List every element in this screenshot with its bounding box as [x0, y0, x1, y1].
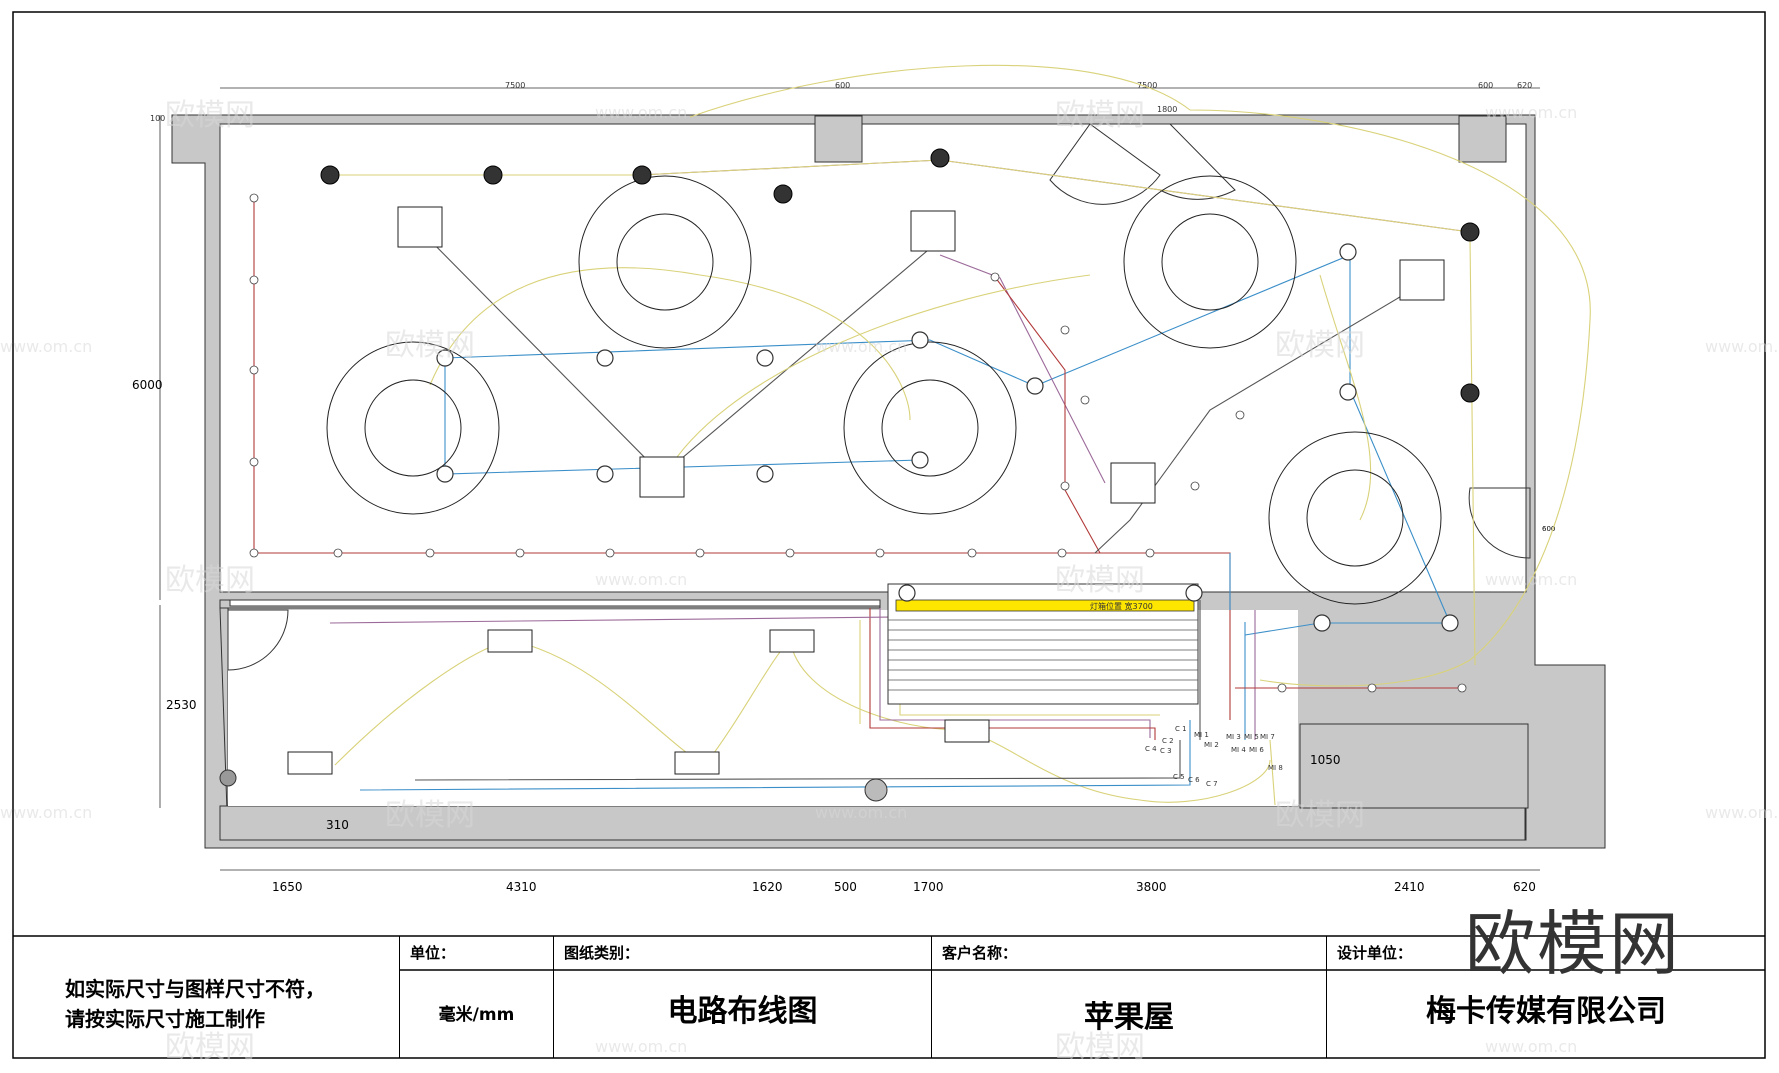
dim-left-1: 6000: [132, 378, 163, 392]
watermark-13: www.om.cn: [1485, 570, 1577, 589]
title-block-frame: [13, 935, 1765, 971]
dim-inner-1: 310: [326, 818, 349, 832]
circuit-mi2: MI 2: [1204, 741, 1219, 749]
round-fixture: [219, 769, 237, 787]
note-line-1: 如实际尺寸与图样尺寸不符，: [65, 977, 325, 1001]
floor-boxes: [287, 206, 1445, 775]
dim-bottom-2: 4310: [506, 880, 537, 894]
sheet-border: [12, 11, 1766, 1059]
watermarks: 欧模网 www.om.cn 欧模网 www.om.cn www.om.cn 欧模…: [0, 98, 1779, 1065]
dim-bottom-7: 2410: [1394, 880, 1425, 894]
lightbox: 灯箱位置 宽3700: [887, 583, 1199, 705]
door-swings: [227, 123, 1531, 671]
circuit-mi5: MI 5: [1244, 733, 1259, 741]
watermark-17: 欧模网: [1275, 798, 1365, 833]
watermark-18: www.om.cn: [1705, 803, 1779, 822]
brand-logo: 欧模网: [1465, 903, 1681, 985]
title-block: 如实际尺寸与图样尺寸不符， 请按实际尺寸施工制作 单位： 毫米/mm 图纸类别：…: [13, 936, 1765, 1058]
watermark-12: 欧模网: [1055, 563, 1145, 598]
dim-top-3: 7500: [1137, 81, 1157, 90]
client-value: 苹果屋: [1084, 1000, 1174, 1035]
downlights: [249, 193, 1467, 693]
drawing-type-cell: 图纸类别： 电路布线图: [553, 936, 931, 1058]
client-label: 客户名称：: [942, 944, 1018, 962]
circuit-mi4: MI 4: [1231, 746, 1246, 754]
drawing-type-label: 图纸类别：: [564, 944, 640, 962]
pendant-lamps: [320, 148, 1480, 403]
watermark-16: www.om.cn: [815, 803, 907, 822]
dim-top-4: 600: [1478, 81, 1493, 90]
watermark-7: www.om.cn: [815, 337, 907, 356]
watermark-3: 欧模网: [1055, 98, 1145, 133]
watermark-1: 欧模网: [165, 98, 255, 133]
dim-bottom-1: 1650: [272, 880, 303, 894]
note-line-2: 请按实际尺寸施工制作: [65, 1007, 265, 1031]
circuit-c2: C 2: [1162, 737, 1174, 745]
circuit-mi8: MI 8: [1268, 764, 1283, 772]
dim-left-2: 2530: [166, 698, 197, 712]
circuit-c5: C 5: [1173, 773, 1185, 781]
client-cell: 客户名称： 苹果屋: [931, 936, 1326, 1058]
unit-cell: 单位： 毫米/mm: [399, 936, 553, 1058]
watermark-19: 欧模网: [165, 1030, 255, 1065]
unit-label: 单位：: [410, 944, 456, 962]
construction-note: 如实际尺寸与图样尺寸不符， 请按实际尺寸施工制作: [65, 974, 325, 1034]
circuit-c3: C 3: [1160, 747, 1172, 755]
circuit-c1: C 1: [1175, 725, 1187, 733]
watermark-9: www.om.cn: [1705, 337, 1779, 356]
watermark-6: 欧模网: [385, 328, 475, 363]
watermark-10: 欧模网: [165, 563, 255, 598]
dim-top-2: 600: [835, 81, 850, 90]
circuit-c6: C 6: [1188, 776, 1200, 784]
watermark-21: 欧模网: [1055, 1030, 1145, 1065]
circuit-c7: C 7: [1206, 780, 1218, 788]
dim-bottom-6: 3800: [1136, 880, 1167, 894]
designer-value: 梅卡传媒有限公司: [1426, 994, 1666, 1029]
watermark-8: 欧模网: [1275, 328, 1365, 363]
spotlights: [436, 243, 1459, 632]
dim-bottom-4: 500: [834, 880, 857, 894]
dim-bottom-3: 1620: [752, 880, 783, 894]
dim-bottom-5: 1700: [913, 880, 944, 894]
watermark-5: www.om.cn: [0, 337, 92, 356]
watermark-22: www.om.cn: [1485, 1037, 1577, 1056]
circuit-mi6: MI 6: [1249, 746, 1264, 754]
watermark-14: www.om.cn: [0, 803, 92, 822]
watermark-4: www.om.cn: [1485, 103, 1577, 122]
watermark-20: www.om.cn: [595, 1037, 687, 1056]
watermark-2: www.om.cn: [595, 103, 687, 122]
watermark-15: 欧模网: [385, 798, 475, 833]
circuit-mi3: MI 3: [1226, 733, 1241, 741]
dim-top-6: 1800: [1157, 105, 1177, 114]
designer-label: 设计单位：: [1337, 944, 1413, 962]
dim-top-1: 7500: [505, 81, 525, 90]
drawing-type-value: 电路布线图: [667, 994, 818, 1029]
display-tables: [326, 175, 1442, 605]
dim-inner-3: 600: [1542, 525, 1555, 533]
designer-cell: 设计单位： 梅卡传媒有限公司: [1326, 936, 1765, 1058]
dimension-lines: [159, 87, 1540, 871]
dim-top-7: 100: [150, 114, 165, 123]
circuit-mi1: MI 1: [1194, 731, 1209, 739]
circuit-c4: C 4: [1145, 745, 1157, 753]
dim-inner-2: 1050: [1310, 753, 1341, 767]
watermark-11: www.om.cn: [595, 570, 687, 589]
distribution-box: [864, 778, 888, 802]
lightbox-label: 灯箱位置 宽3700: [1090, 601, 1153, 611]
dim-bottom-8: 620: [1513, 880, 1536, 894]
unit-value: 毫米/mm: [438, 1005, 515, 1025]
circuit-mi7: MI 7: [1260, 733, 1275, 741]
dim-top-5: 620: [1517, 81, 1532, 90]
